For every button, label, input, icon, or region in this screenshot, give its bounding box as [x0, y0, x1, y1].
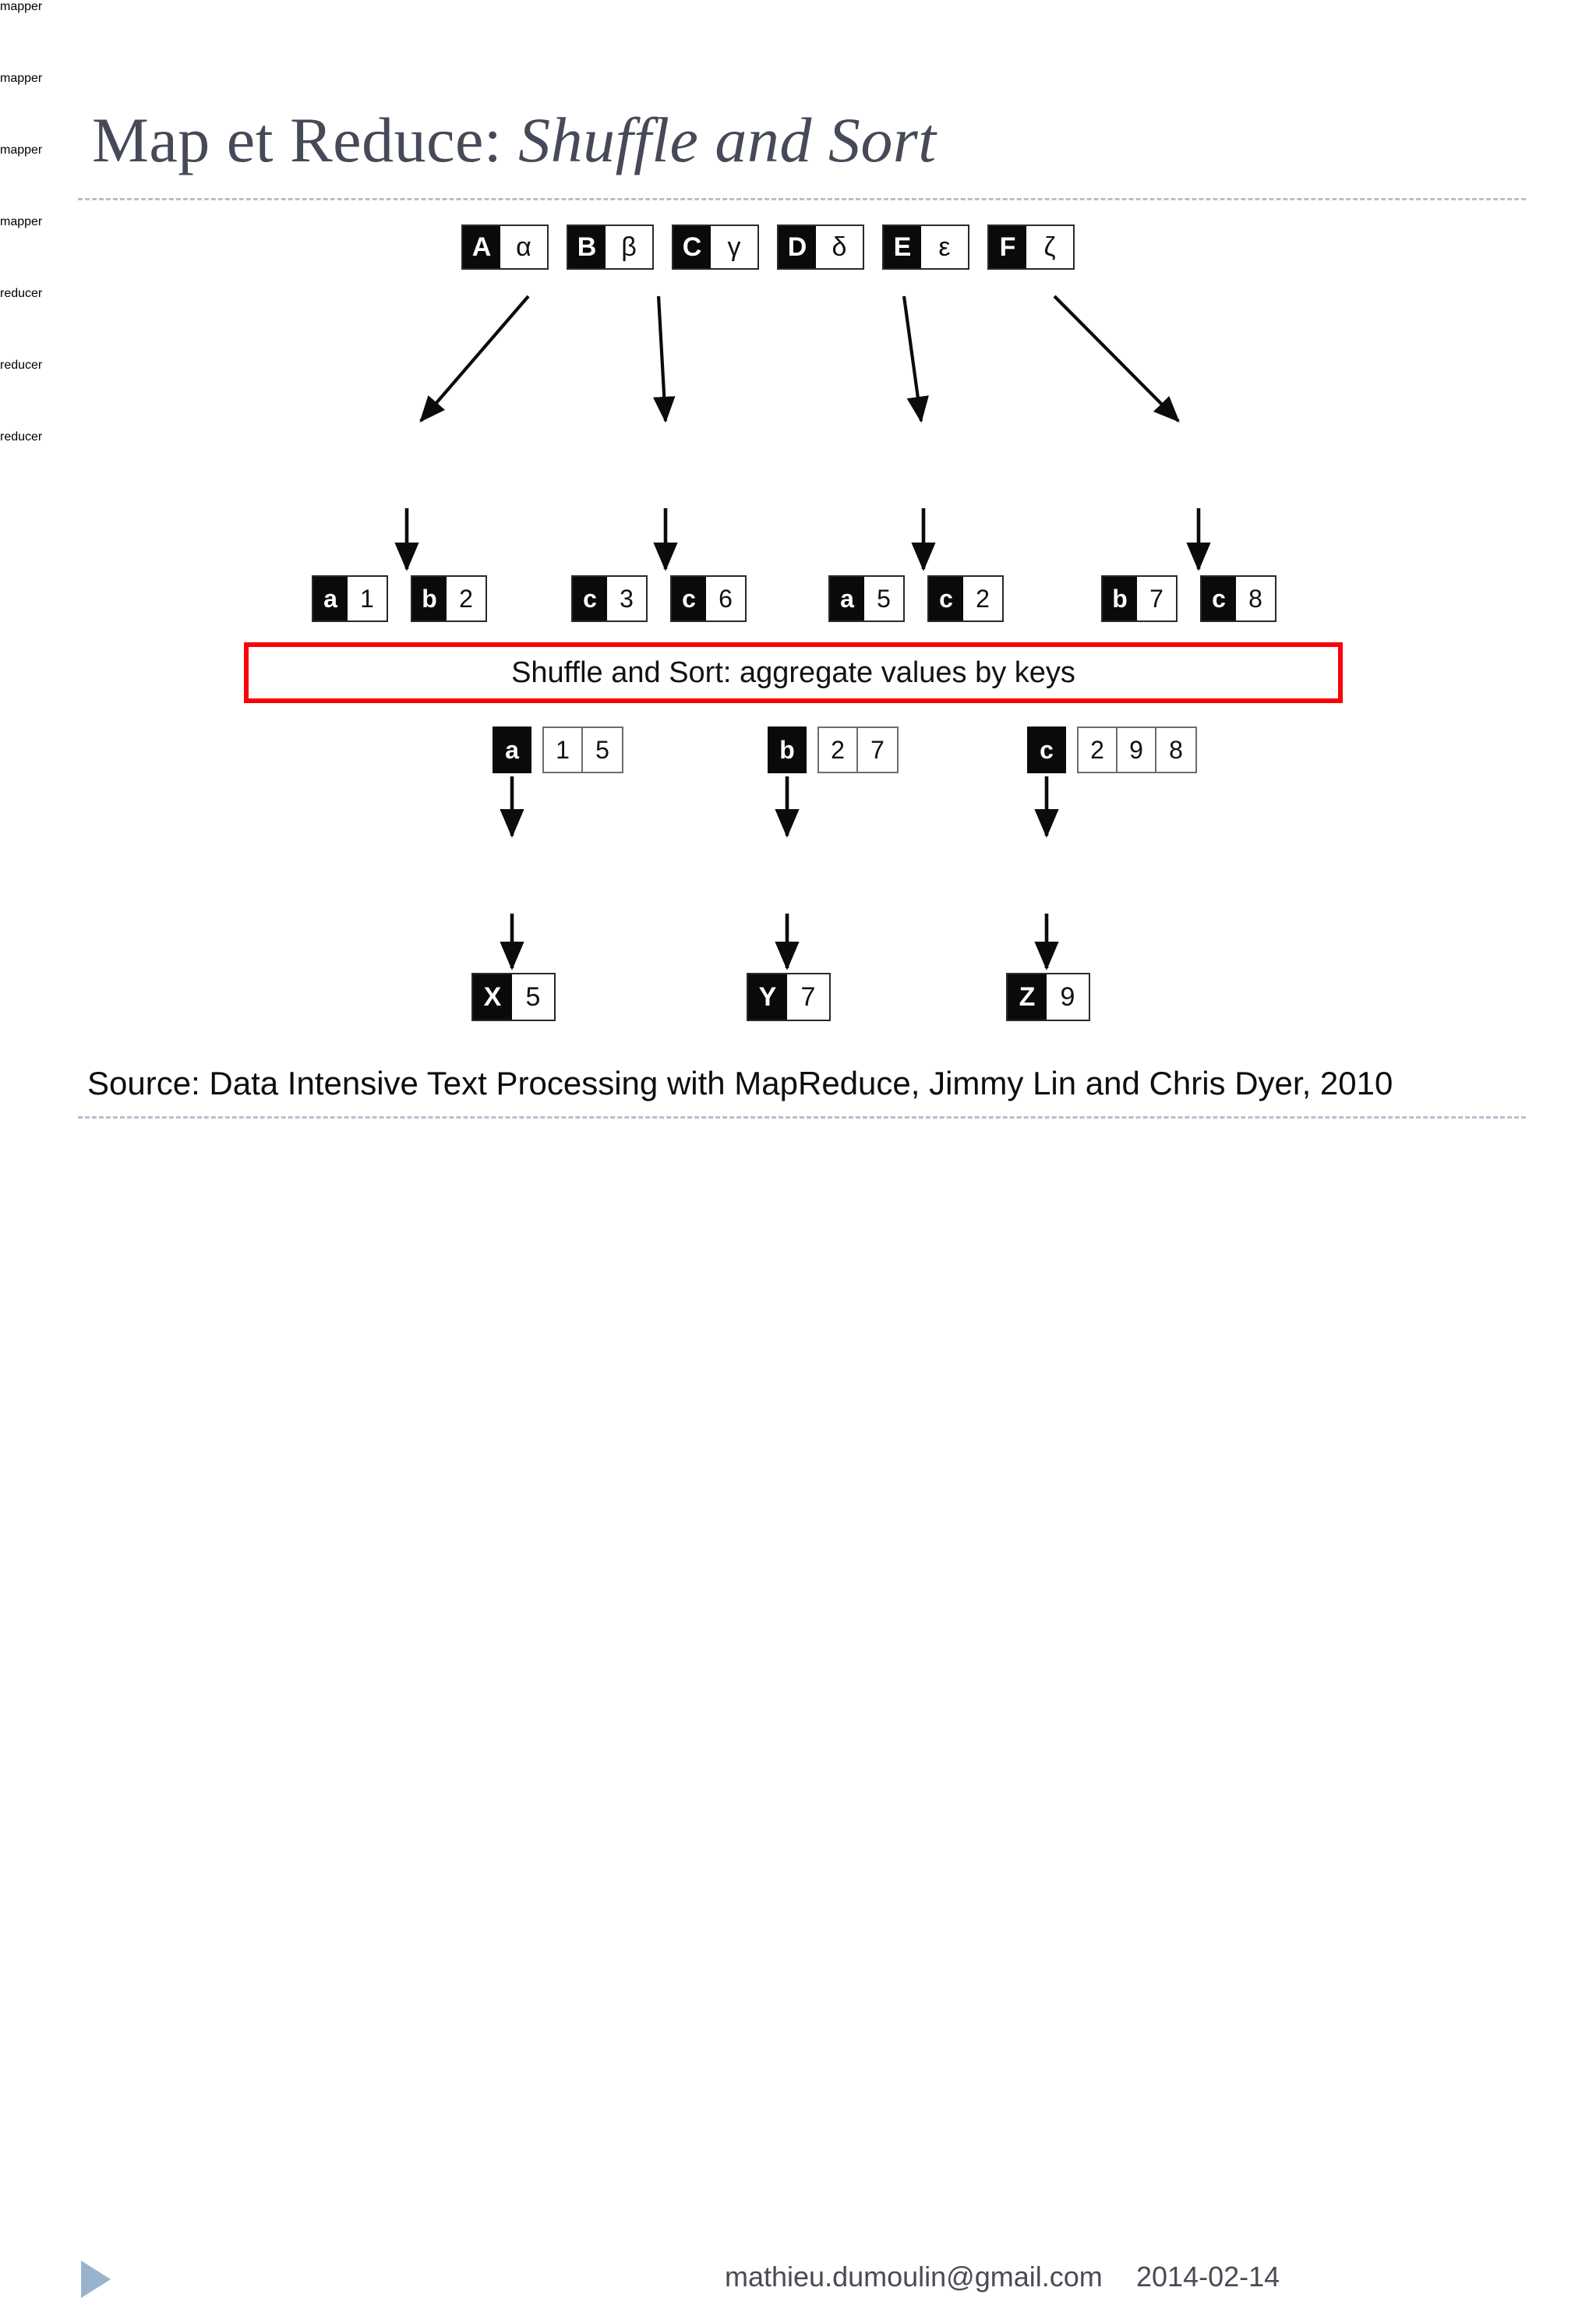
mapreduce-diagram: A α B β C γ D δ E ε F ζ mapper mapper ma…	[0, 0, 1343, 1021]
aggregated-group-a[interactable]: a 1 5	[493, 727, 623, 773]
mapper-output-value: 2	[447, 577, 486, 620]
aggregated-group-b[interactable]: b 2 7	[768, 727, 899, 773]
final-output-pair[interactable]: Z 9	[1006, 973, 1090, 1021]
input-pair-key: D	[779, 226, 816, 268]
title-divider	[78, 198, 1526, 200]
mapper-output-value: 5	[864, 577, 903, 620]
final-output-value: 7	[787, 974, 829, 1020]
input-pair[interactable]: E ε	[882, 224, 969, 270]
input-pair-key: C	[673, 226, 711, 268]
reducer-node-3[interactable]: reducer	[0, 430, 204, 502]
aggregated-value: 5	[595, 735, 609, 764]
input-pair[interactable]: D δ	[777, 224, 864, 270]
aggregated-value: 9	[1118, 728, 1156, 772]
aggregated-key: b	[768, 727, 807, 773]
input-pair[interactable]: B β	[567, 224, 654, 270]
mapper-output-key: c	[1202, 577, 1236, 620]
reducer-node-2[interactable]: reducer	[0, 359, 204, 430]
final-output-pair[interactable]: X 5	[471, 973, 556, 1021]
arrow-input-to-mapper-2	[652, 295, 676, 423]
mapper-output-pair[interactable]: c 6	[670, 575, 747, 622]
aggregated-key: a	[493, 727, 531, 773]
source-citation: Source: Data Intensive Text Processing w…	[87, 1065, 1393, 1101]
page-title: Map et Reduce: Shuffle and Sort	[92, 100, 1510, 186]
input-pair-value: ζ	[1026, 226, 1073, 268]
page-title-italic: Shuffle and Sort	[518, 104, 937, 175]
aggregated-value: 8	[1169, 735, 1183, 764]
input-pair-value: β	[606, 226, 652, 268]
footer-email: mathieu.dumoulin@gmail.com	[725, 2261, 1103, 2293]
reducer-node-label: reducer	[0, 287, 43, 300]
footer-date: 2014-02-14	[1136, 2261, 1280, 2293]
reducer-node-1[interactable]: reducer	[0, 287, 204, 359]
reducer-node-label: reducer	[0, 359, 43, 372]
aggregated-value: 2	[1079, 728, 1118, 772]
mapper-output-value: 8	[1236, 577, 1275, 620]
mapper-node-2[interactable]: mapper	[0, 72, 201, 143]
mapper-output-value: 3	[607, 577, 646, 620]
final-output-value: 5	[512, 974, 554, 1020]
shuffle-and-sort-label: Shuffle and Sort: aggregate values by ke…	[511, 656, 1075, 689]
input-pair-value: δ	[816, 226, 863, 268]
mapper-output-pair[interactable]: c 2	[927, 575, 1004, 622]
mapper-node-label: mapper	[0, 215, 43, 228]
mapper-output-pair[interactable]: c 8	[1200, 575, 1276, 622]
mapper-output-value: 7	[1137, 577, 1176, 620]
input-pair-value: γ	[711, 226, 757, 268]
mapper-output-key: b	[1103, 577, 1137, 620]
input-pair-key: A	[463, 226, 500, 268]
input-pair-value: ε	[921, 226, 968, 268]
mapper-output-pair[interactable]: c 3	[571, 575, 648, 622]
input-pair-key: B	[568, 226, 606, 268]
final-output-value: 9	[1047, 974, 1089, 1020]
mapper-output-pair[interactable]: a 1	[312, 575, 388, 622]
mapper-output-key: a	[313, 577, 348, 620]
mapper-node-4[interactable]: mapper	[0, 215, 201, 287]
input-pair[interactable]: C γ	[672, 224, 759, 270]
mapper-output-key: b	[412, 577, 447, 620]
shuffle-and-sort-banner: Shuffle and Sort: aggregate values by ke…	[244, 642, 1343, 703]
input-pair-key: E	[884, 226, 921, 268]
mapper-output-pair[interactable]: b 7	[1101, 575, 1178, 622]
mapper-output-key: c	[672, 577, 706, 620]
mapper-output-key: a	[830, 577, 864, 620]
mapper-node-label: mapper	[0, 143, 43, 157]
footer-divider	[78, 1116, 1526, 1119]
input-pair-value: α	[500, 226, 547, 268]
mapper-output-key: c	[929, 577, 963, 620]
mapper-output-pair[interactable]: b 2	[411, 575, 487, 622]
aggregated-value-list: 2 9 8	[1077, 727, 1197, 773]
footer-bar: mathieu.dumoulin@gmail.com 2014-02-14	[0, 1129, 1596, 2298]
final-output-key: Y	[748, 974, 787, 1020]
page-title-plain: Map et Reduce:	[92, 104, 519, 175]
mapper-output-value: 1	[348, 577, 387, 620]
final-output-pair[interactable]: Y 7	[747, 973, 831, 1021]
aggregated-group-c[interactable]: c 2 9 8	[1027, 727, 1197, 773]
mapper-node-1[interactable]: mapper	[0, 0, 201, 72]
final-output-key: X	[473, 974, 512, 1020]
reducer-node-label: reducer	[0, 430, 43, 444]
aggregated-value: 1	[544, 728, 583, 772]
input-pair[interactable]: A α	[461, 224, 549, 270]
mapper-node-label: mapper	[0, 72, 43, 85]
aggregated-value-list: 1 5	[542, 727, 623, 773]
mapper-output-value: 6	[706, 577, 745, 620]
aggregated-value-list: 2 7	[817, 727, 899, 773]
final-output-key: Z	[1008, 974, 1047, 1020]
input-pair-key: F	[989, 226, 1026, 268]
aggregated-key: c	[1027, 727, 1066, 773]
mapper-node-3[interactable]: mapper	[0, 143, 201, 215]
input-pair[interactable]: F ζ	[987, 224, 1075, 270]
mapper-output-key: c	[573, 577, 607, 620]
mapper-output-pair[interactable]: a 5	[828, 575, 905, 622]
arrow-input-to-mapper-4	[1053, 295, 1180, 422]
arrow-input-to-mapper-3	[902, 295, 929, 423]
play-triangle-icon[interactable]	[81, 2261, 111, 2298]
aggregated-value: 7	[870, 735, 885, 764]
mapper-output-value: 2	[963, 577, 1002, 620]
aggregated-value: 2	[819, 728, 858, 772]
arrow-input-to-mapper-1	[419, 295, 530, 422]
mapper-node-label: mapper	[0, 0, 43, 13]
